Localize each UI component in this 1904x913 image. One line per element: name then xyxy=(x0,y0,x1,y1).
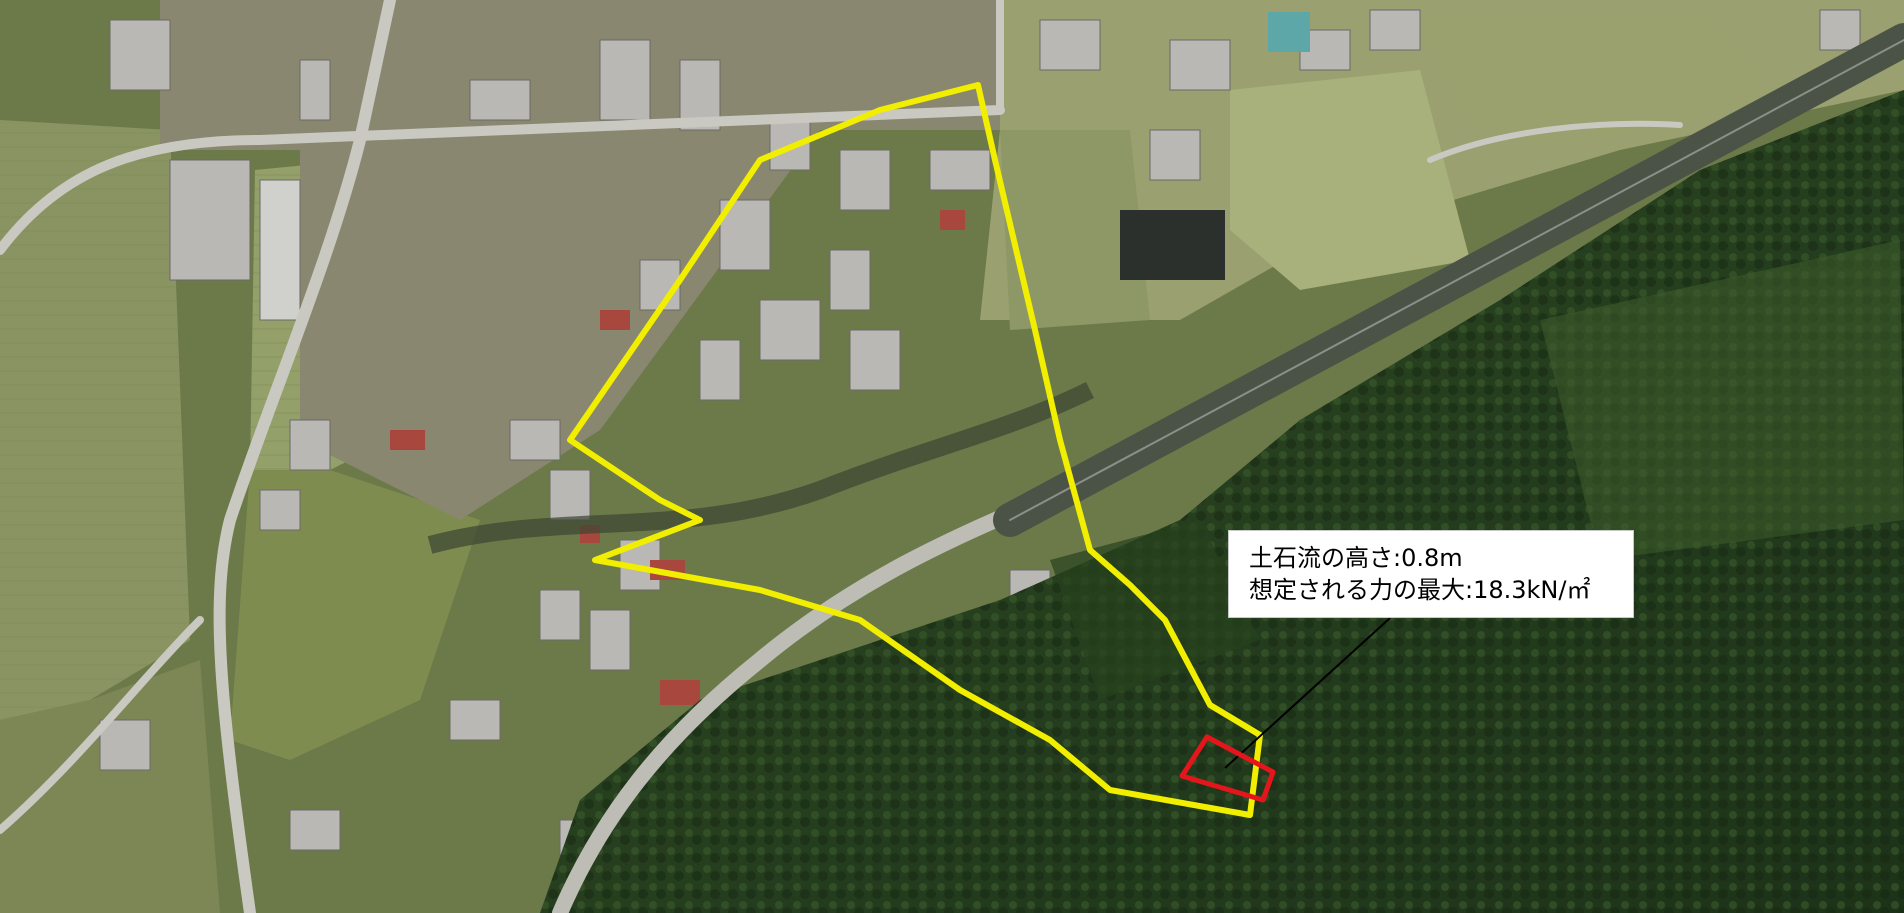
debris-flow-hazard-area-outline xyxy=(567,82,1263,818)
teal-roof-building xyxy=(1268,12,1310,52)
building-rooftops xyxy=(99,9,1861,861)
callout-leader-line xyxy=(1224,617,1391,769)
stream xyxy=(427,381,1095,554)
debris-flow-height-text: 土石流の高さ:0.8m xyxy=(1249,544,1463,572)
target-building-marker xyxy=(1179,734,1276,803)
forest-area xyxy=(540,90,1904,913)
debris-flow-info-label: 土石流の高さ:0.8m 想定される力の最大:18.3kN/㎡ xyxy=(1228,530,1634,618)
max-expected-force-text: 想定される力の最大:18.3kN/㎡ xyxy=(1249,576,1591,604)
